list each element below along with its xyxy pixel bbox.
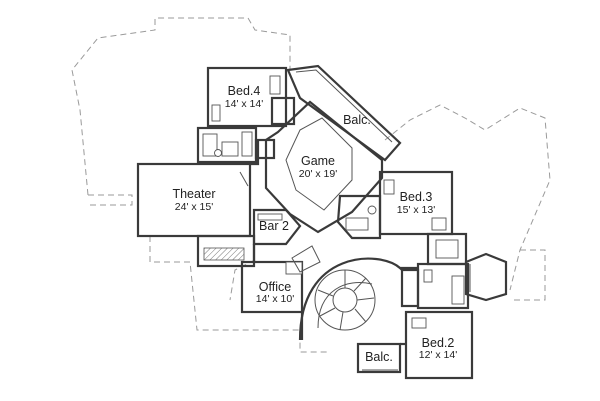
label-bed4-name: Bed.4	[228, 84, 261, 98]
labels: Bed.4 14' x 14' Balc. Game 20' x 19' The…	[172, 84, 457, 364]
room-bar2	[252, 208, 302, 246]
label-theater-name: Theater	[172, 187, 215, 201]
label-bed2-dims: 12' x 14'	[419, 349, 457, 361]
label-bed3-name: Bed.3	[400, 190, 433, 204]
label-game-name: Game	[301, 154, 335, 168]
hall-lower-left	[196, 234, 256, 268]
label-bed4-dims: 14' x 14'	[225, 98, 263, 110]
label-bed2-name: Bed.2	[422, 336, 455, 350]
room-office	[240, 260, 304, 314]
label-office-name: Office	[259, 280, 291, 294]
interior-walls	[250, 140, 406, 346]
bath-bed3	[336, 194, 382, 240]
label-balcony-upper: Balc.	[343, 113, 371, 127]
room-game	[264, 100, 384, 234]
label-bar2: Bar 2	[259, 219, 289, 233]
roof-outline	[71, 17, 551, 353]
bath-bed4	[196, 126, 258, 164]
label-bed3-dims: 15' x 13'	[397, 204, 435, 216]
bay-right	[464, 252, 508, 302]
label-game-dims: 20' x 19'	[299, 168, 337, 180]
balcony-upper	[286, 64, 402, 162]
bath-bed2	[400, 232, 470, 310]
room-theater	[136, 162, 252, 238]
label-office-dims: 14' x 10'	[256, 293, 294, 305]
balcony-lower	[356, 342, 402, 374]
label-theater-dims: 24' x 15'	[175, 201, 213, 213]
spiral-stair	[291, 245, 418, 341]
label-balcony-lower: Balc.	[365, 350, 393, 364]
